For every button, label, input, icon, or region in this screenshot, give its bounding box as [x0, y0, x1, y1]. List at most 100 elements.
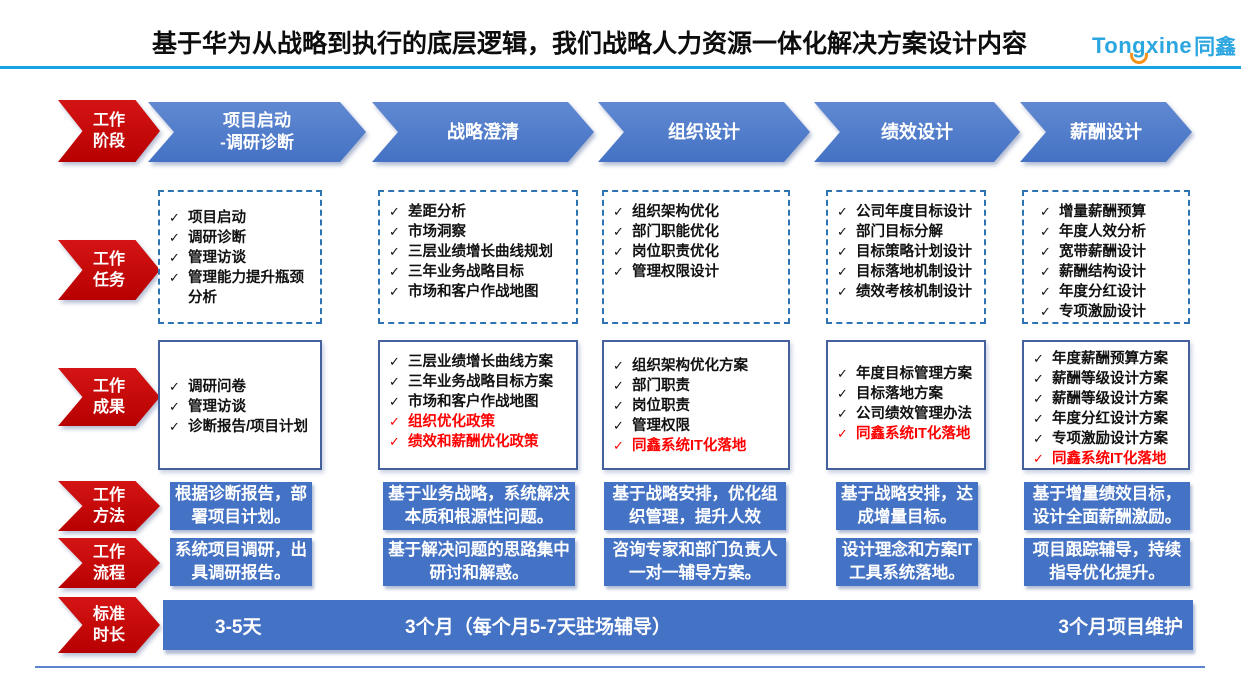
tasks-box-performance-design: ✓公司年度目标设计✓部门目标分解✓目标策略计划设计✓目标落地机制设计✓绩效考核机… [826, 190, 986, 324]
check-icon: ✓ [389, 284, 400, 299]
logo-smile-icon [1130, 53, 1148, 64]
method-text: 基于业务战略，系统解决本质和根源性问题。 [388, 485, 570, 526]
check-icon: ✓ [613, 418, 624, 433]
check-item: ✓管理权限设计 [613, 262, 783, 282]
tasks-box-organization-design: ✓组织架构优化✓部门职能优化✓岗位职责优化✓管理权限设计 [602, 190, 790, 324]
check-item: ✓三层业绩增长曲线规划 [389, 242, 571, 262]
check-item-label: 市场和客户作战地图 [408, 284, 539, 300]
duration-phase2: 3个月（每个月5-7天驻场辅导） [405, 616, 672, 638]
outputs-box-performance-design: ✓年度目标管理方案✓目标落地方案✓公司绩效管理办法✓同鑫系统IT化落地 [826, 340, 986, 470]
check-item: ✓调研问卷 [169, 377, 315, 397]
check-item: ✓组织优化政策 [389, 412, 571, 432]
check-item-label: 薪酬等级设计方案 [1052, 391, 1168, 407]
phase-name-line: 项目启动 [223, 111, 291, 130]
process-text: 设计理念和方案IT工具系统落地。 [841, 541, 973, 582]
chevron-shape: 工作 方法 [58, 481, 160, 531]
check-item-label: 管理访谈 [188, 399, 246, 415]
method-text: 基于战略安排，优化组织管理，提升人效 [612, 485, 778, 526]
check-item: ✓市场和客户作战地图 [389, 392, 571, 412]
check-item-label: 薪酬等级设计方案 [1052, 371, 1168, 387]
check-item-label: 三年业务战略目标方案 [408, 374, 553, 390]
row-header-line: 方法 [92, 508, 125, 525]
check-item-label: 年度人效分析 [1059, 224, 1146, 240]
check-item-label: 部门目标分解 [856, 224, 943, 240]
check-item-label: 公司年度目标设计 [856, 204, 972, 220]
check-icon: ✓ [1040, 204, 1051, 219]
check-icon: ✓ [837, 224, 848, 239]
check-item: ✓调研诊断 [169, 228, 315, 248]
check-item-label: 年度分红设计 [1059, 284, 1146, 300]
phase-name-line: 绩效设计 [881, 122, 953, 142]
check-item-label: 年度薪酬预算方案 [1052, 351, 1168, 367]
check-item-label: 目标落地方案 [856, 386, 943, 402]
check-item: ✓ 管理访谈 [169, 248, 315, 268]
check-item-label: 管理权限设计 [632, 264, 719, 280]
check-item: ✓ 薪酬等级设计方案 [1033, 389, 1183, 409]
check-item: ✓专项激励设计 [1040, 302, 1183, 322]
check-item-label: 部门职责 [632, 378, 690, 394]
check-item: ✓差距分析 [389, 202, 571, 222]
process-box-project-launch: 系统项目调研，出具调研报告。 [170, 538, 312, 586]
row-header-methods: 工作 方法 [58, 481, 160, 531]
check-item-label: 组织架构优化 [632, 204, 719, 220]
row-header-duration: 标准 时长 [58, 597, 160, 653]
check-item-label: 部门职能优化 [632, 224, 719, 240]
process-text: 基于解决问题的思路集中研讨和解惑。 [388, 541, 570, 582]
check-item-label: 三层业绩增长曲线规划 [408, 244, 553, 260]
check-item: ✓ 年度薪酬预算方案 [1033, 349, 1183, 369]
check-item-label: 三年业务战略目标 [408, 264, 524, 280]
check-item-label: 组织优化政策 [408, 414, 495, 430]
check-icon: ✓ [169, 270, 180, 285]
arrow-shape: 项目启动 -调研诊断 [148, 102, 366, 162]
check-item: ✓部门职责 [613, 376, 783, 396]
duration-phase1: 3-5天 [215, 616, 262, 638]
check-item-label: 绩效和薪酬优化政策 [408, 434, 539, 450]
row-header-line: 任务 [92, 272, 125, 289]
check-item: ✓ 管理能力提升瓶颈分析 [169, 268, 315, 308]
chevron-shape: 工作 流程 [58, 538, 160, 588]
outputs-box-organization-design: ✓组织架构优化方案✓部门职责✓岗位职责✓管理权限✓同鑫系统IT化落地 [602, 340, 790, 470]
arrow-shape: 绩效设计 [814, 102, 1020, 162]
check-icon: ✓ [169, 250, 180, 265]
phase-name-line: 组织设计 [668, 122, 740, 142]
check-icon: ✓ [1033, 351, 1044, 366]
process-box-strategy-clarification: 基于解决问题的思路集中研讨和解惑。 [383, 538, 575, 586]
check-item-label: 管理能力提升瓶颈分析 [188, 270, 304, 306]
check-item: ✓组织架构优化方案 [613, 356, 783, 376]
check-icon: ✓ [1033, 451, 1044, 466]
page-title: 基于华为从战略到执行的底层逻辑，我们战略人力资源一体化解决方案设计内容 [152, 30, 1028, 58]
row-header-line: 工作 [92, 112, 125, 129]
check-item-label: 管理访谈 [188, 250, 246, 266]
check-item-label: 公司绩效管理办法 [856, 406, 972, 422]
footer-divider [35, 666, 1205, 668]
check-icon: ✓ [1033, 371, 1044, 386]
check-icon: ✓ [837, 386, 848, 401]
check-icon: ✓ [1040, 304, 1051, 319]
check-icon: ✓ [169, 399, 180, 414]
check-icon: ✓ [169, 379, 180, 394]
check-item: ✓ 目标落地方案 [837, 384, 979, 404]
check-item-label: 绩效考核机制设计 [856, 284, 972, 300]
check-icon: ✓ [613, 204, 624, 219]
check-icon: ✓ [1033, 391, 1044, 406]
check-item: ✓ 管理访谈 [169, 397, 315, 417]
outputs-box-strategy-clarification: ✓三层业绩增长曲线方案✓三年业务战略目标方案✓市场和客户作战地图✓组织优化政策✓… [378, 340, 578, 470]
check-item: ✓ 公司年度目标设计 [837, 202, 979, 222]
phase-arrow-project-launch: 项目启动 -调研诊断 [148, 102, 366, 162]
row-header-stage: 工作 阶段 [58, 100, 160, 162]
process-box-compensation-design: 项目跟踪辅导，持续指导优化提升。 [1024, 538, 1190, 586]
check-icon: ✓ [169, 230, 180, 245]
check-item: ✓同鑫系统IT化落地 [613, 436, 783, 456]
check-icon: ✓ [613, 244, 624, 259]
method-text: 基于战略安排，达成增量目标。 [841, 485, 973, 526]
check-item-label: 薪酬结构设计 [1059, 264, 1146, 280]
process-box-performance-design: 设计理念和方案IT工具系统落地。 [836, 538, 978, 586]
arrow-shape: 薪酬设计 [1020, 102, 1192, 162]
process-text: 系统项目调研，出具调研报告。 [175, 541, 307, 582]
check-icon: ✓ [837, 204, 848, 219]
check-item-label: 专项激励设计方案 [1052, 431, 1168, 447]
check-item: ✓三年业务战略目标 [389, 262, 571, 282]
check-item: ✓ 部门目标分解 [837, 222, 979, 242]
check-item: ✓诊断报告/项目计划 [169, 417, 315, 437]
